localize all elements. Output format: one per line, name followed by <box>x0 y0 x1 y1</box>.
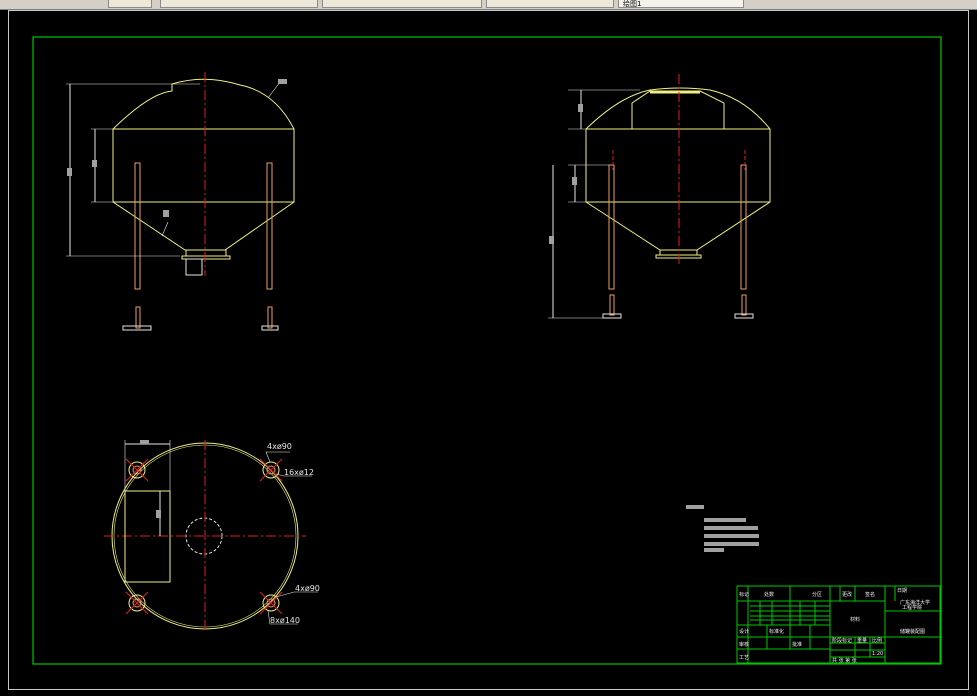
leg-left <box>134 162 141 290</box>
title-block-text: 标记 处数 分区 更改 签名 日期 广东海洋大学 工程学院 储罐装配图 材料 设… <box>739 588 930 664</box>
leader-line <box>267 610 298 625</box>
tb-cell: 批准 <box>792 641 802 648</box>
notes-line-mark <box>704 526 758 530</box>
taskbar: 绘图1 <box>0 0 977 10</box>
leader-line <box>275 473 312 477</box>
dimension-text-mark <box>67 168 72 176</box>
tb-cell: 阶段标记 <box>832 637 852 644</box>
front-view <box>66 72 295 331</box>
leader-line <box>275 591 318 598</box>
vessel-body <box>585 128 771 203</box>
tb-cell: 审核 <box>739 641 749 648</box>
title-block <box>736 585 941 664</box>
foot-left <box>609 294 615 316</box>
note-hole-qty: 16xø12 <box>284 468 314 477</box>
leg-left <box>608 164 615 290</box>
taskbar-button[interactable] <box>486 0 614 8</box>
school-sub: 工程学院 <box>902 604 922 611</box>
leader-line <box>161 221 169 237</box>
leader-line <box>267 81 281 99</box>
notes-line-mark <box>704 518 746 522</box>
foot-plate-left <box>122 325 152 331</box>
vessel-body <box>112 128 295 203</box>
taskbar-button[interactable] <box>322 0 482 8</box>
dome-outline <box>585 87 771 130</box>
dome-outline <box>112 78 295 130</box>
manway-outline <box>631 90 725 129</box>
taskbar-button[interactable]: 绘图1 <box>618 0 744 8</box>
tb-cell: 分区 <box>812 591 822 598</box>
foot-plate-right <box>261 325 279 331</box>
leg-marker <box>259 458 283 482</box>
leg-marker <box>125 591 149 615</box>
foot-right <box>741 294 747 316</box>
note-leg-qty: 4xø90 <box>267 442 292 451</box>
tb-cell: 重量 <box>857 637 867 644</box>
dimension-text-mark <box>140 440 149 444</box>
taskbar-button-label: 绘图1 <box>623 0 642 8</box>
dimension-text-mark <box>156 510 161 518</box>
side-view <box>548 74 771 319</box>
material-label: 材料 <box>850 616 860 623</box>
notes-heading-mark <box>686 505 704 509</box>
dimension-text-mark <box>163 210 169 217</box>
cad-drawing-area[interactable] <box>8 10 969 690</box>
foot-left <box>135 306 141 329</box>
scale-value: 1:20 <box>872 651 883 657</box>
taskbar-button[interactable] <box>108 0 152 8</box>
drawing-name: 储罐装配图 <box>900 628 925 635</box>
school-name: 广东海洋大学 <box>900 599 930 606</box>
dimension-text-mark <box>549 236 554 244</box>
foot-plate-right <box>734 313 754 319</box>
tb-cell: 签名 <box>865 591 875 598</box>
outlet-pipe <box>185 258 203 276</box>
leg-right <box>740 164 747 290</box>
outlet-flange <box>185 249 227 257</box>
sheet-count: 共 张 第 张 <box>832 657 857 664</box>
tb-cell: 设计 <box>739 628 749 635</box>
dimension-text-mark <box>278 79 287 84</box>
leg-marker <box>125 458 149 482</box>
tb-cell: 更改 <box>842 591 852 598</box>
tb-cell: 日期 <box>897 588 907 594</box>
dimension-text-mark <box>578 104 583 112</box>
dimension-text-mark <box>92 160 97 167</box>
leg-marker <box>259 591 283 615</box>
leg-right <box>266 162 273 290</box>
notes-line-mark <box>704 542 759 546</box>
tb-cell: 比例 <box>872 637 882 644</box>
tb-cell: 处数 <box>764 591 774 598</box>
tb-cell: 标记 <box>739 591 749 598</box>
notes-line-mark <box>704 548 724 552</box>
sheet-border <box>32 36 942 665</box>
tb-cell: 标准化 <box>769 628 784 635</box>
note-flange: 8xø140 <box>270 616 300 625</box>
tb-cell: 工艺 <box>739 655 749 661</box>
leader-line <box>265 451 290 463</box>
note-leg-qty-right: 4xø90 <box>295 584 320 593</box>
foot-right <box>267 306 273 329</box>
notes-line-mark <box>704 534 759 538</box>
outlet-flange-plate <box>181 255 231 260</box>
foot-plate-left <box>602 313 622 319</box>
manway-plan <box>124 490 171 583</box>
dimension-text-mark <box>572 177 577 185</box>
taskbar-button[interactable] <box>160 0 318 8</box>
plan-view <box>104 440 318 632</box>
